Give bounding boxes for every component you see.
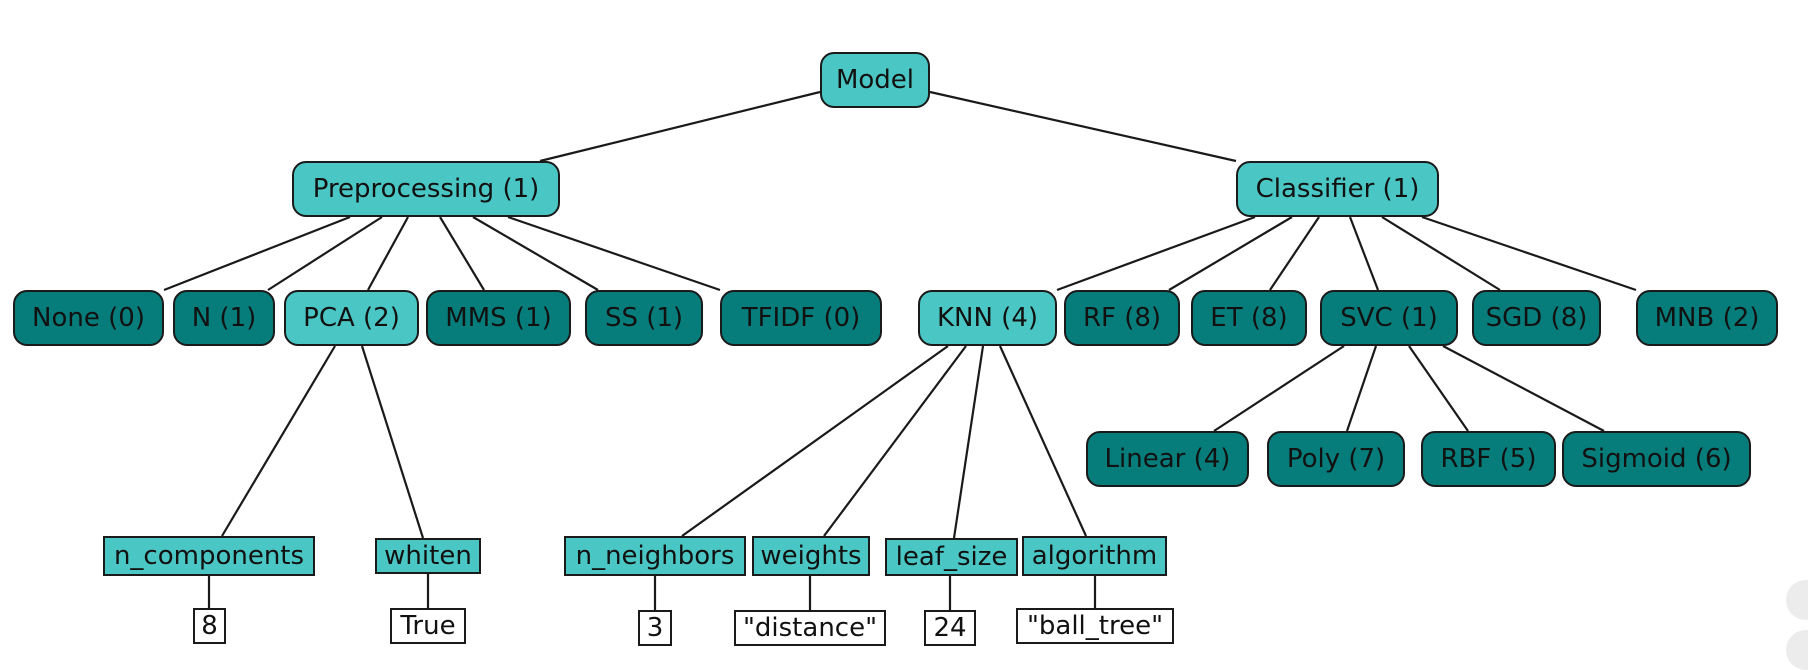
- tree-edge: [1408, 345, 1469, 432]
- tree-edge: [929, 90, 1237, 163]
- tree-edge: [998, 345, 1088, 537]
- node-prep-tfidf[interactable]: TFIDF (0): [720, 290, 882, 346]
- tree-edge: [163, 215, 351, 292]
- tree-edge: [1056, 215, 1256, 292]
- node-model[interactable]: Model: [820, 52, 930, 108]
- node-prep-n[interactable]: N (1): [173, 290, 275, 346]
- node-kernel-rbf[interactable]: RBF (5): [1421, 431, 1556, 487]
- tree-edge: [681, 345, 949, 537]
- tree-edge: [1381, 216, 1501, 291]
- node-prep-mms[interactable]: MMS (1): [426, 290, 571, 346]
- tree-edge: [952, 345, 985, 539]
- tree-edge: [539, 90, 821, 163]
- tree-edge: [1213, 345, 1345, 432]
- corner-decoration: [1786, 580, 1808, 620]
- node-clf-mnb[interactable]: MNB (2): [1636, 290, 1778, 346]
- tree-edge: [1345, 345, 1378, 432]
- tree-edge: [439, 216, 485, 291]
- tree-edge: [1269, 216, 1320, 291]
- node-clf-knn[interactable]: KNN (4): [918, 290, 1057, 346]
- node-kernel-sigmoid[interactable]: Sigmoid (6): [1562, 431, 1751, 487]
- node-clf-et[interactable]: ET (8): [1191, 290, 1307, 346]
- node-kernel-poly[interactable]: Poly (7): [1267, 431, 1405, 487]
- node-preprocessing[interactable]: Preprocessing (1): [292, 161, 560, 217]
- tree-edge: [472, 216, 599, 291]
- tree-edge: [221, 345, 336, 537]
- node-prep-ss[interactable]: SS (1): [585, 290, 703, 346]
- param-n-components[interactable]: n_components: [103, 536, 315, 576]
- tree-edge: [823, 345, 967, 537]
- value-algorithm: "ball_tree": [1016, 608, 1174, 644]
- param-whiten[interactable]: whiten: [375, 538, 481, 574]
- value-leaf-size: 24: [924, 610, 976, 646]
- tree-edge: [1421, 215, 1637, 292]
- node-prep-none[interactable]: None (0): [13, 290, 164, 346]
- tree-edge: [1442, 345, 1605, 432]
- param-algorithm[interactable]: algorithm: [1022, 536, 1167, 576]
- tree-edge: [1348, 216, 1380, 291]
- value-whiten: True: [390, 608, 466, 644]
- node-clf-rf[interactable]: RF (8): [1064, 290, 1180, 346]
- node-kernel-linear[interactable]: Linear (4): [1086, 431, 1249, 487]
- value-n-neighbors: 3: [638, 610, 672, 646]
- node-clf-sgd[interactable]: SGD (8): [1472, 290, 1601, 346]
- corner-decoration: [1786, 630, 1808, 670]
- tree-edge: [1168, 216, 1293, 291]
- param-n-neighbors[interactable]: n_neighbors: [564, 536, 746, 576]
- node-clf-svc[interactable]: SVC (1): [1320, 290, 1458, 346]
- tree-edge: [367, 216, 409, 291]
- param-leaf-size[interactable]: leaf_size: [885, 538, 1018, 576]
- node-classifier[interactable]: Classifier (1): [1236, 161, 1439, 217]
- tree-edge: [360, 345, 425, 539]
- tree-edge: [267, 216, 383, 291]
- value-n-components: 8: [193, 608, 226, 644]
- node-prep-pca[interactable]: PCA (2): [284, 290, 419, 346]
- value-weights: "distance": [734, 610, 886, 646]
- tree-edge: [507, 215, 721, 292]
- param-weights[interactable]: weights: [752, 536, 870, 576]
